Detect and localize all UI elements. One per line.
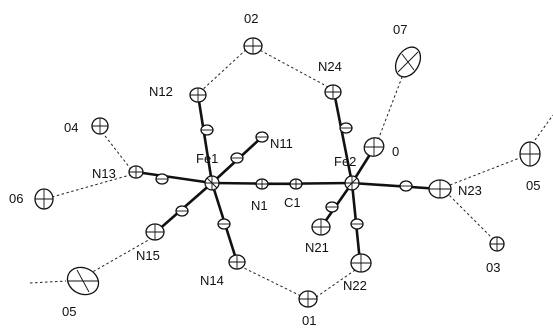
label-fe2: Fe2 [334, 154, 356, 169]
bond-fe2-n23 [350, 181, 442, 191]
hbond-n14-o1 [239, 265, 306, 299]
label-fe1: Fe1 [196, 151, 218, 166]
atom-o4 [91, 117, 109, 135]
label-o7: 07 [393, 22, 407, 37]
atom-fe1 [204, 175, 220, 191]
atom-o7 [394, 46, 422, 78]
hbond-n15-o5 [81, 237, 153, 279]
hbond-o2-n24 [255, 47, 331, 89]
label-o3: 03 [486, 260, 500, 275]
bond-fe1-n13 [134, 170, 214, 185]
atom-n23 [428, 179, 452, 199]
atom-o1 [298, 290, 318, 308]
label-n14: N14 [200, 273, 224, 288]
label-o4: 04 [64, 120, 78, 135]
atom-o3 [489, 236, 505, 252]
atom-n24 [324, 84, 342, 100]
label-o: 0 [392, 144, 399, 159]
bonds [134, 90, 442, 264]
label-n12: N12 [149, 84, 173, 99]
label-c1: C1 [284, 195, 301, 210]
label-o2: 02 [244, 11, 258, 26]
label-n21: N21 [305, 240, 329, 255]
atom-n21 [311, 218, 331, 236]
atom-fe2 [344, 175, 360, 191]
atom-o5-right [519, 141, 541, 167]
atom-c1 [289, 178, 303, 190]
atom-n11 [255, 131, 269, 143]
atom-n22 [350, 253, 372, 273]
hbond-o6-n13 [51, 174, 131, 198]
bond-n1-c1 [260, 181, 354, 186]
bond-fe2-n24 [332, 90, 354, 185]
label-n24: N24 [318, 59, 342, 74]
atom-n15 [145, 223, 165, 241]
label-n22: N22 [343, 278, 367, 293]
hbond-o5-left [29, 280, 67, 284]
hbond-n12-o2 [199, 45, 251, 93]
atom-o [363, 137, 385, 157]
atom-n1 [255, 178, 269, 190]
label-o1: 01 [302, 313, 316, 328]
atom-o6 [34, 188, 54, 210]
atoms [34, 37, 541, 308]
atom-o5-left [66, 266, 100, 296]
atom-n14 [228, 254, 246, 270]
label-o5-right: 05 [526, 178, 540, 193]
label-n11: N11 [270, 136, 293, 151]
atom-labels: Fe1 Fe2 N1 C1 N11 N12 N13 N14 N15 N21 N2… [9, 11, 540, 328]
hydrogen-bonds [29, 45, 553, 301]
hbond-n23-o5b [449, 156, 523, 186]
hbond-o4-n13 [101, 131, 131, 169]
label-n1: N1 [251, 198, 268, 213]
hbond-o1-n22 [311, 267, 359, 301]
label-o5-left: 05 [62, 304, 76, 319]
atom-n13 [128, 165, 144, 179]
carbon-atoms [155, 122, 413, 230]
label-o6: 06 [9, 191, 23, 206]
atom-o2 [243, 37, 263, 55]
hbond-n23-o3 [445, 191, 495, 241]
label-n13: N13 [92, 166, 116, 181]
bond-fe1-n12 [196, 93, 214, 185]
label-n23: N23 [458, 183, 482, 198]
atom-n12 [189, 87, 207, 103]
label-n15: N15 [136, 248, 160, 263]
hbond-o5b-edge [534, 114, 553, 141]
hbond-o7-o [377, 71, 405, 141]
